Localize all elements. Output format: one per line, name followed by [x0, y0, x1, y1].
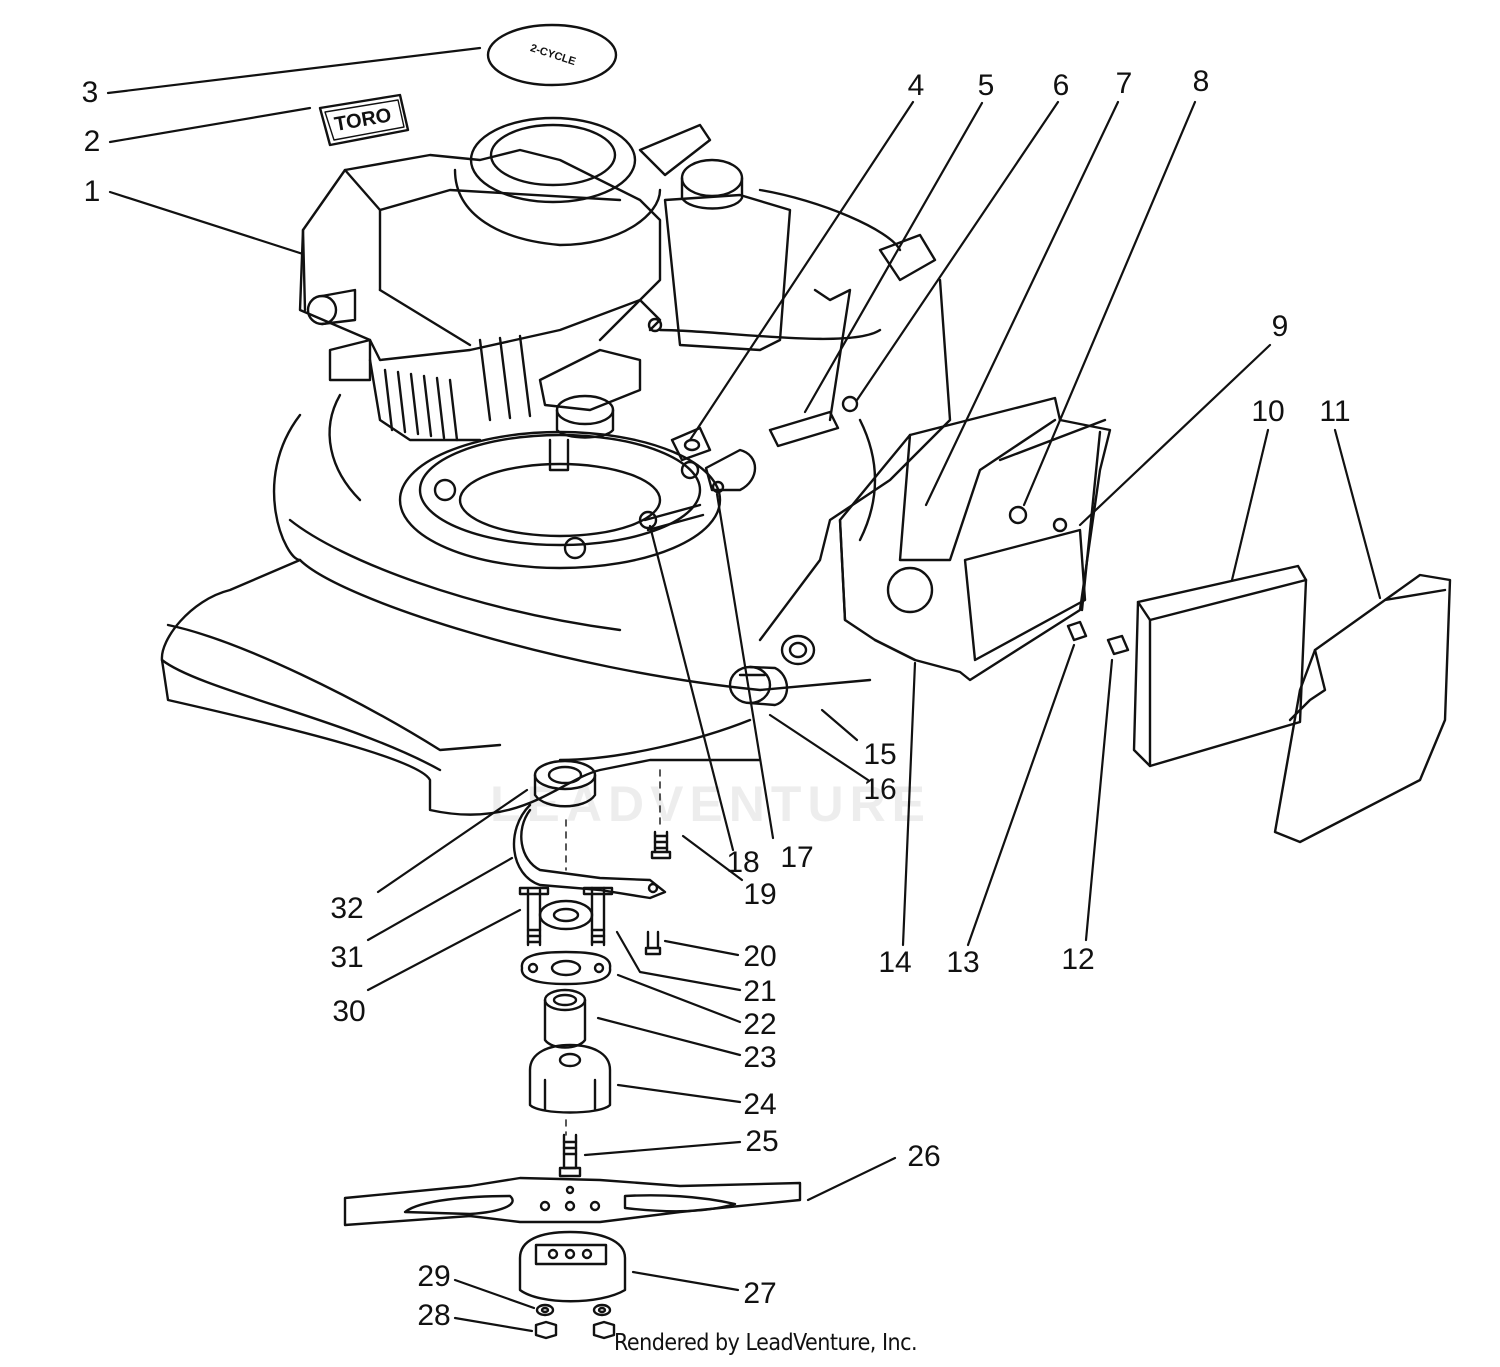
leader-9: [1078, 343, 1272, 527]
callout-32: 32: [330, 892, 364, 925]
leader-7: [924, 100, 1120, 507]
callout-6: 6: [1052, 69, 1070, 102]
decal-and-cap-parts: [318, 23, 618, 147]
leader-4: [688, 100, 915, 442]
callout-12: 12: [1061, 943, 1095, 976]
callout-19: 19: [743, 878, 777, 911]
callout-3: 3: [81, 76, 99, 109]
callout-5: 5: [977, 69, 995, 102]
toro-decal: [318, 93, 410, 147]
callout-2: 2: [83, 125, 101, 158]
leader-8: [1022, 100, 1197, 507]
leader-22: [616, 973, 742, 1024]
leader-17: [715, 492, 775, 840]
leader-25: [583, 1140, 742, 1157]
callout-16: 16: [863, 773, 897, 806]
leader-13: [966, 643, 1076, 947]
leader-18: [648, 524, 735, 852]
leader-14: [901, 661, 917, 947]
callout-29: 29: [417, 1260, 451, 1293]
blade-drive-stack: [343, 759, 802, 1340]
leader-6: [855, 100, 1060, 402]
callout-4: 4: [907, 69, 925, 102]
watermark: LEADVENTURE: [490, 776, 932, 832]
leader-23: [596, 1016, 742, 1057]
callout-7: 7: [1115, 67, 1133, 100]
leader-21: [615, 930, 742, 992]
callout-25: 25: [745, 1125, 779, 1158]
callout-8: 8: [1192, 65, 1210, 98]
callout-15: 15: [863, 738, 897, 771]
leader-32: [376, 788, 529, 894]
callout-26: 26: [907, 1140, 941, 1173]
leader-10: [1230, 428, 1270, 582]
leader-2: [108, 106, 312, 144]
cap-decal-text: 2-CYCLE: [529, 42, 577, 68]
leader-16: [768, 713, 870, 782]
callout-18: 18: [726, 846, 760, 879]
leader-28: [453, 1316, 534, 1333]
leader-30: [366, 908, 522, 992]
leader-12: [1084, 658, 1114, 942]
leader-19: [681, 834, 744, 882]
mower-deck: [160, 188, 952, 816]
engine-assembly: [298, 116, 792, 570]
callout-20: 20: [743, 940, 777, 973]
callout-31: 31: [330, 941, 364, 974]
leader-27: [631, 1270, 740, 1292]
callout-30: 30: [332, 995, 366, 1028]
callout-24: 24: [743, 1088, 777, 1121]
air-cleaner-assembly: [638, 233, 1452, 844]
leader-5: [803, 101, 984, 414]
leader-lines: [106, 46, 1382, 1333]
callout-17: 17: [780, 841, 814, 874]
leader-1: [108, 190, 305, 256]
leader-11: [1333, 428, 1382, 600]
callout-9: 9: [1271, 310, 1289, 343]
leader-26: [806, 1156, 897, 1202]
callout-22: 22: [743, 1008, 777, 1041]
leader-15: [820, 708, 859, 742]
leader-29: [453, 1278, 536, 1310]
callout-1: 1: [83, 175, 101, 208]
callout-21: 21: [743, 975, 777, 1008]
render-credit: Rendered by LeadVenture, Inc.: [614, 1330, 918, 1356]
callout-13: 13: [946, 946, 980, 979]
callout-27: 27: [743, 1277, 777, 1310]
callout-14: 14: [878, 946, 912, 979]
leader-20: [663, 939, 740, 957]
callout-11: 11: [1319, 395, 1351, 428]
cap-decal: [486, 23, 618, 87]
leader-31: [366, 856, 514, 942]
leader-3: [106, 46, 482, 95]
callout-23: 23: [743, 1041, 777, 1074]
leader-24: [616, 1083, 742, 1104]
callout-28: 28: [417, 1299, 451, 1332]
callout-10: 10: [1251, 395, 1285, 428]
